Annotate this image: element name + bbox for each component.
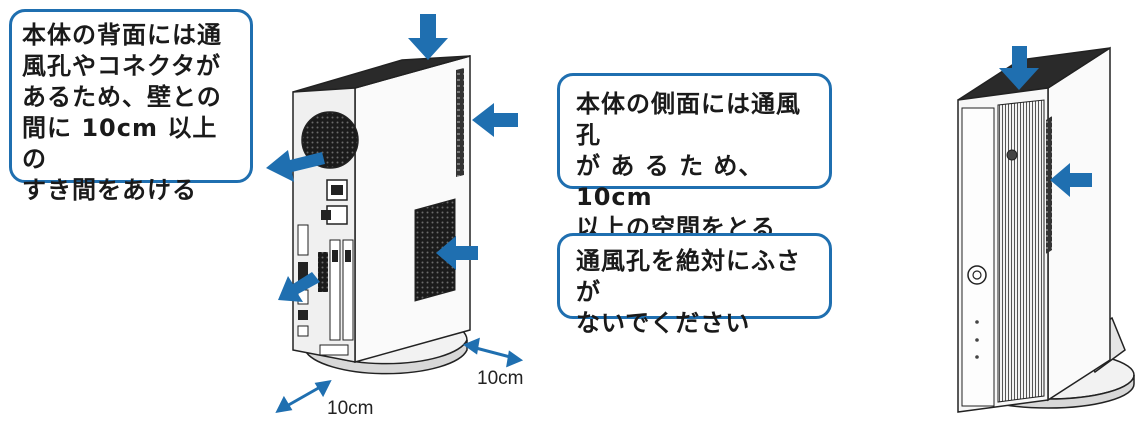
- side-vent-upper: [456, 68, 464, 177]
- pc-front-view: [957, 46, 1135, 413]
- arrow-exhaust-icon: [266, 150, 325, 182]
- airflow-arrows-right: [999, 46, 1092, 197]
- expansion-slot: [329, 239, 341, 341]
- arrow-down-icon: [999, 46, 1039, 90]
- pc-rear-view: [292, 55, 471, 375]
- clearance-arrows: [275, 337, 524, 413]
- expansion-slot: [342, 239, 354, 341]
- side-vent: [1046, 116, 1052, 254]
- callout-do-not-block: 通風孔を絶対にふさが ないでください: [557, 233, 832, 337]
- side-panel: [1047, 46, 1111, 402]
- power-button: [967, 265, 987, 285]
- arrow-down-icon: [408, 14, 448, 60]
- arrow-left-icon: [1050, 163, 1092, 197]
- arrow-left-icon: [472, 103, 518, 137]
- front-knob: [1006, 149, 1018, 161]
- side-vent-lower: [414, 198, 456, 302]
- airflow-arrows-left: [266, 14, 518, 302]
- callout-rear-clearance: 本体の背面には通 風孔やコネクタが あるため、壁との 間に 10cm 以上の す…: [9, 9, 253, 204]
- clearance-label-right: 10cm: [477, 368, 524, 389]
- callout-side-clearance: 本体の側面には通風孔 が あ る た め、10cm 以上の空間をとる: [557, 73, 832, 242]
- arrow-left-icon: [436, 236, 478, 270]
- front-ribs: [997, 99, 1045, 403]
- arrow-exhaust-icon: [278, 272, 320, 302]
- clearance-label-left: 10cm: [327, 398, 374, 419]
